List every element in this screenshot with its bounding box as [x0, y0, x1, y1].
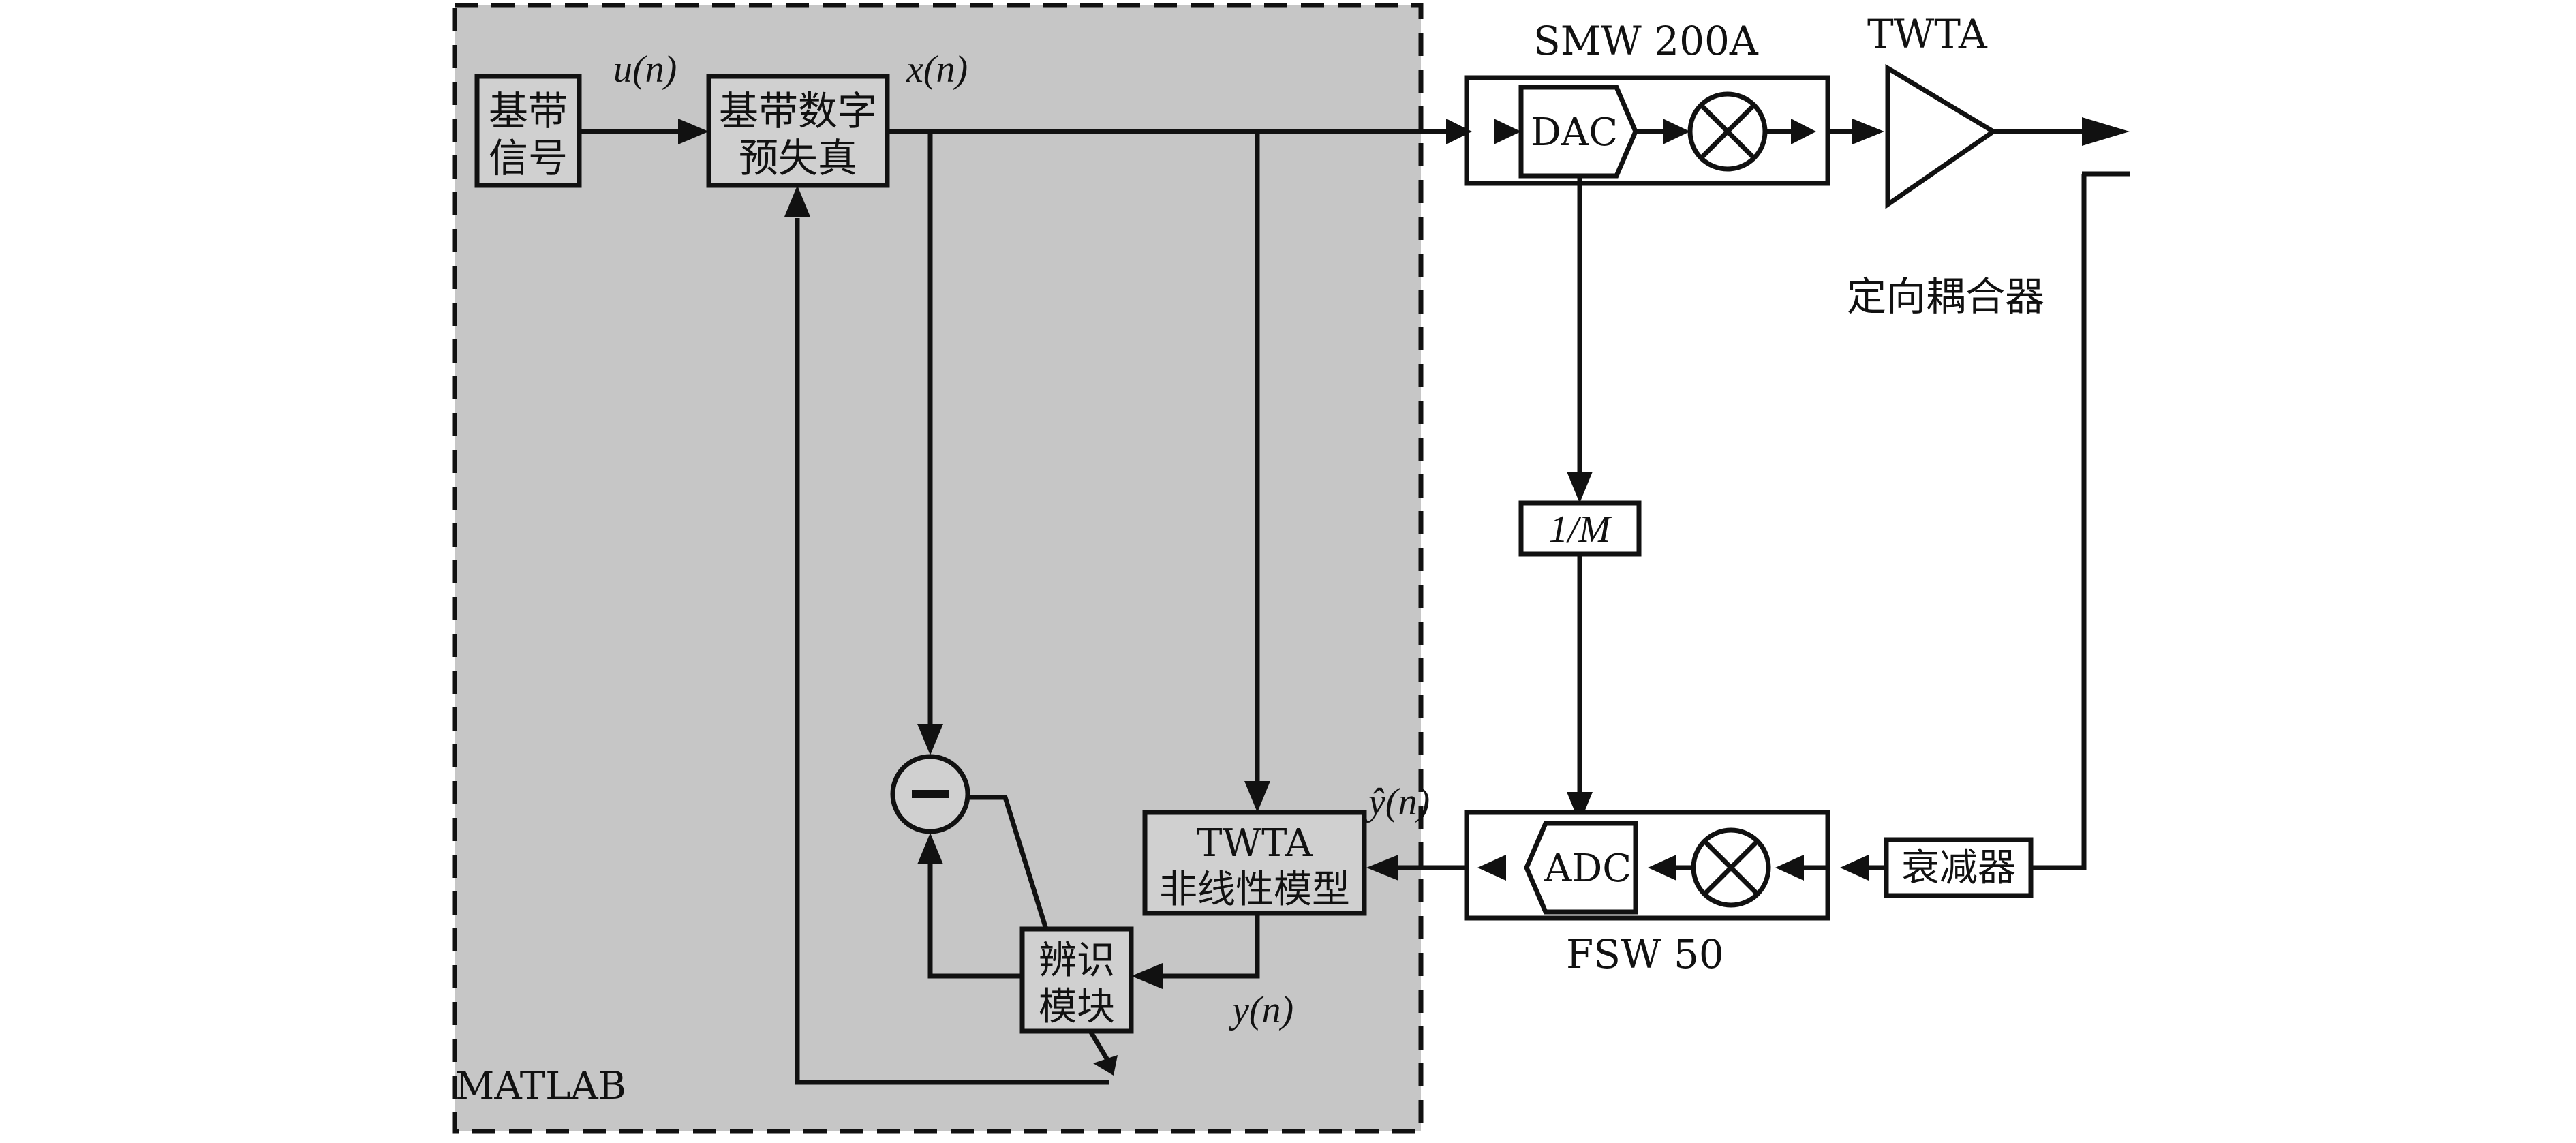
scale-box	[1518, 500, 1642, 557]
identification-line2: 模块	[1039, 985, 1115, 1029]
attenuator-label: 衰减器	[1901, 846, 2016, 890]
label-yhat-n: ŷ(n)	[1365, 781, 1430, 823]
identification-line1: 辨识	[1039, 939, 1115, 983]
coupler-line	[2032, 174, 2087, 870]
adc-label: ADC	[1544, 847, 1631, 891]
label-u-n: u(n)	[613, 48, 677, 91]
amplifier-triangle	[1885, 63, 1998, 209]
matlab-region	[452, 3, 1424, 1134]
amplifier-label: TWTA	[1867, 11, 1988, 57]
identification-block: 辨识 模块	[1019, 926, 1134, 1034]
baseband-signal-block: 基带 信号	[474, 74, 582, 188]
output-arrow	[2082, 117, 2130, 146]
attenuator-box	[1884, 837, 2034, 898]
scale-to-adc-arrow	[1567, 792, 1593, 823]
matlab-label: MATLAB	[455, 1064, 626, 1108]
baseband-signal-line1: 基带	[489, 88, 568, 134]
label-x-n: x(n)	[906, 48, 968, 91]
subtractor	[890, 754, 970, 834]
dpd-line2: 预失真	[739, 135, 857, 181]
generator-connections	[1446, 119, 1884, 144]
analyzer-label: FSW 50	[1566, 931, 1724, 977]
twta-model-block: TWTA 非线性模型	[1142, 810, 1367, 916]
dpd-line1: 基带数字	[719, 88, 877, 134]
baseband-signal-line2: 信号	[489, 135, 568, 181]
label-y-n: y(n)	[1229, 989, 1293, 1031]
analyzer-box	[1464, 810, 1830, 921]
dac-to-scale-arrow	[1567, 472, 1593, 503]
coupler-label: 定向耦合器	[1847, 273, 2044, 320]
matlab-connections	[579, 119, 1448, 1085]
dac-label: DAC	[1531, 110, 1618, 155]
adc-shape	[1524, 821, 1638, 915]
upconvert-mixer-icon	[1687, 91, 1768, 172]
scale-label: 1/M	[1549, 508, 1613, 551]
twta-model-line2: 非线性模型	[1159, 868, 1350, 912]
digital-predistortion-block: 基带数字 预失真	[706, 74, 890, 188]
downconvert-mixer-icon	[1691, 827, 1771, 908]
twta-model-line1: TWTA	[1197, 821, 1313, 866]
minus-sign	[912, 790, 949, 798]
dac-shape	[1518, 85, 1638, 179]
generator-label: SMW 200A	[1533, 18, 1759, 64]
analyzer-connections	[1366, 855, 1886, 881]
